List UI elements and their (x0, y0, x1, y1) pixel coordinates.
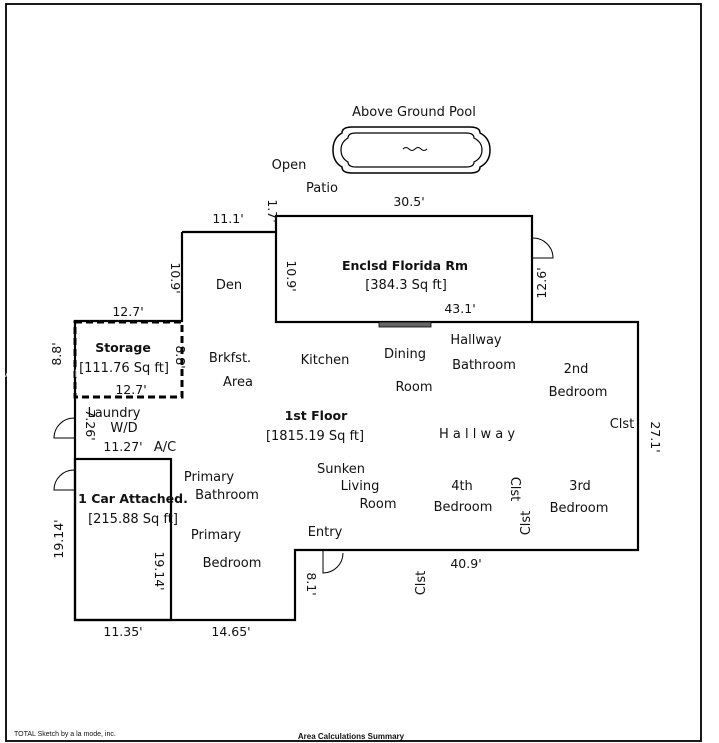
room-3rd: 3rd (569, 479, 591, 494)
room-ac: A/C (154, 440, 176, 455)
garage-name: 1 Car Attached. (78, 491, 188, 506)
room-2nd: 2nd (564, 362, 589, 377)
room-sunken: Sunken (317, 462, 365, 477)
room-hallway-main: H a l l w a y (439, 427, 515, 442)
room-primary-2: Primary (191, 528, 242, 543)
dim-florida-right: 12.6' (534, 267, 549, 298)
room-living: Living (341, 479, 380, 494)
dim-pool-width: 30.5' (393, 194, 424, 209)
room-wd: W/D (110, 421, 137, 436)
room-dining: Dining (384, 347, 426, 362)
room-primary: Primary (184, 470, 235, 485)
door-swing-icon (532, 237, 554, 259)
room-4th: 4th (451, 479, 473, 494)
storage-sqft: [111.76 Sq ft] (79, 361, 169, 376)
door-swing-icon (322, 551, 344, 574)
open-label: Open (272, 158, 307, 173)
room-3rd-bedroom: Bedroom (550, 501, 609, 516)
dim-storage-right: 8.8' (173, 345, 188, 368)
room-clst-3rd: Clst (519, 511, 534, 536)
dim-den-side: 10.9' (168, 262, 183, 293)
dim-laundry-side: 7.26' (83, 409, 98, 440)
dim-florida-left: 10.9' (284, 260, 299, 291)
floor-name: 1st Floor (285, 408, 348, 423)
dim-entry-step: 8.1' (304, 572, 319, 595)
door-swing-icon (53, 417, 75, 439)
room-primary-bedroom: Bedroom (203, 556, 262, 571)
florida-room-name: Enclsd Florida Rm (342, 258, 468, 273)
dim-den-top: 11.1' (212, 211, 243, 226)
pool-icon (332, 126, 491, 174)
dim-garage-right: 19.14' (152, 551, 167, 590)
room-clst-4th: Clst (507, 477, 522, 502)
floor-sqft: [1815.19 Sq ft] (266, 429, 364, 444)
room-living-room: Room (359, 497, 396, 512)
footer-center: Area Calculations Summary (298, 732, 405, 741)
page-border (5, 3, 702, 742)
room-bathroom: Bathroom (452, 358, 516, 373)
dim-right-side: 27.1' (648, 421, 663, 452)
dim-garage-top: 11.27' (103, 439, 142, 454)
garage-outline (73, 457, 173, 622)
dim-bottom-mid: 14.65' (211, 624, 250, 639)
footer-left: TOTAL Sketch by a la mode, inc. (14, 731, 116, 738)
dim-step: 1.7' (265, 199, 280, 222)
storage-name: Storage (95, 340, 151, 355)
dim-garage-bottom: 11.35' (103, 624, 142, 639)
room-brkfst: Brkfst. (209, 351, 251, 366)
room-brkfst-area: Area (223, 375, 253, 390)
watermark: A11757820 © Miami MLS 2025 (5, 368, 157, 380)
door-swing-icon (53, 469, 75, 491)
patio-label: Patio (306, 181, 338, 196)
garage-sqft: [215.88 Sq ft] (88, 512, 178, 527)
dim-florida-bottom: 43.1' (444, 301, 475, 316)
storage-outline (73, 320, 184, 399)
dim-storage-top: 12.7' (112, 304, 143, 319)
room-2nd-bedroom: Bedroom (549, 385, 608, 400)
dim-storage-bottom: 12.7' (115, 382, 146, 397)
room-den: Den (216, 278, 242, 293)
dim-garage-left: 19.14' (51, 519, 66, 558)
room-4th-bedroom: Bedroom (434, 500, 493, 515)
room-kitchen: Kitchen (301, 353, 350, 368)
dim-bottom-right: 40.9' (450, 556, 481, 571)
room-entry: Entry (308, 525, 343, 540)
room-hallway: Hallway (450, 333, 502, 348)
room-laundry: Laundry (88, 406, 141, 421)
room-primary-bathroom: Bathroom (195, 488, 259, 503)
dim-storage-left: 8.8' (49, 342, 64, 365)
sliding-door-icon (378, 321, 432, 328)
pool-label: Above Ground Pool (352, 105, 476, 120)
room-dining-room: Room (395, 380, 432, 395)
room-clst-right: Clst (610, 417, 635, 432)
room-clst-bottom: Clst (414, 571, 429, 596)
florida-room-sqft: [384.3 Sq ft] (365, 278, 447, 293)
